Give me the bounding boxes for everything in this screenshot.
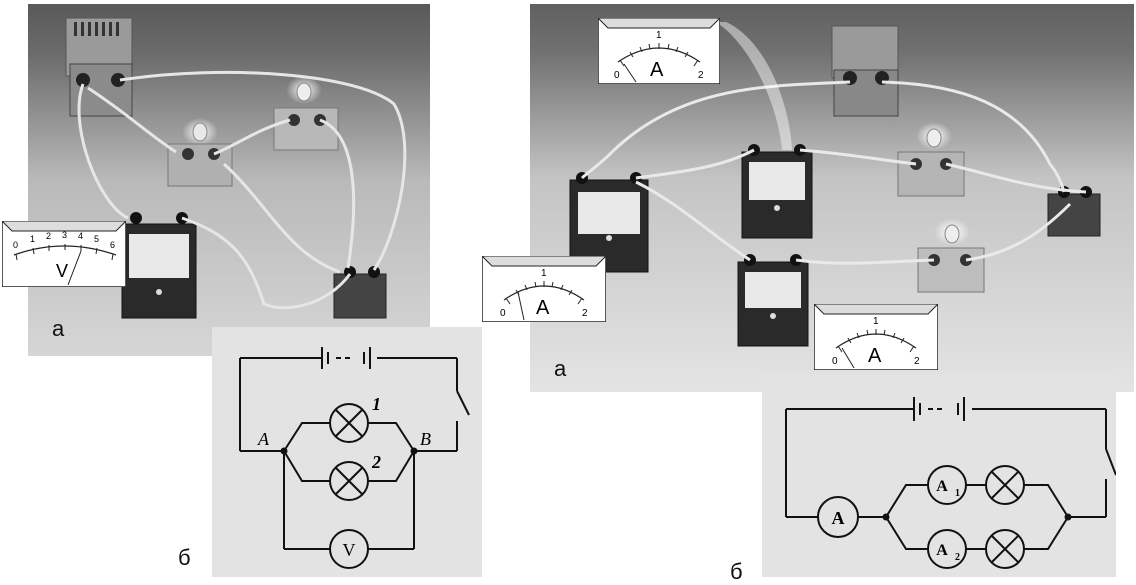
voltmeter-symbol-label: V xyxy=(343,540,356,560)
voltmeter-scale-card: 0 1 2 3 4 5 6 V xyxy=(0,220,128,288)
ammeter-bottom-tick-1: 1 xyxy=(873,316,879,327)
ammeter-a2-label: A xyxy=(936,542,948,559)
left-photo-illustration xyxy=(28,4,430,356)
ammeter-scale-card-top: 0 1 2 A xyxy=(596,17,722,85)
lamp-2-label: 2 xyxy=(371,452,381,472)
voltmeter-tick-2: 2 xyxy=(46,231,51,241)
left-photo-label: а xyxy=(52,316,65,341)
ammeter-bottom-tick-0: 0 xyxy=(832,356,838,367)
lamp-holder-right-2 xyxy=(917,218,985,293)
ammeter-device-top xyxy=(741,144,813,239)
ammeter-bottom-unit: A xyxy=(868,345,882,367)
left-schematic-panel: A B 1 2 V xyxy=(212,327,482,577)
voltmeter-unit: V xyxy=(56,261,68,281)
lamp-2-symbol xyxy=(329,461,369,501)
power-supply-right xyxy=(831,25,899,117)
lamp-holder-right-1 xyxy=(897,122,965,197)
voltmeter-tick-1: 1 xyxy=(30,234,35,244)
ammeter-device-bottom xyxy=(737,254,809,347)
right-circuit-schematic: A A 1 A 2 xyxy=(785,397,1117,569)
voltmeter-tick-5: 5 xyxy=(94,234,99,244)
left-schematic-label: б xyxy=(178,545,191,570)
voltmeter-tick-0: 0 xyxy=(13,240,18,250)
left-circuit-photo xyxy=(28,4,430,356)
voltmeter-tick-3: 3 xyxy=(62,230,67,240)
voltmeter-tick-4: 4 xyxy=(78,231,83,241)
ammeter-left-unit: A xyxy=(536,297,550,319)
ammeter-bottom-tick-2: 2 xyxy=(914,356,920,367)
ammeter-scale-card-left: 0 1 2 A xyxy=(480,255,608,323)
ammeter-a1-subscript: 1 xyxy=(955,488,960,499)
voltmeter-device xyxy=(121,212,197,319)
lamp-1-label: 1 xyxy=(372,394,381,414)
node-a-dot xyxy=(280,447,288,455)
right-node-right-dot xyxy=(1064,513,1072,521)
voltmeter-tick-6: 6 xyxy=(110,240,115,250)
ammeter-left-tick-2: 2 xyxy=(582,308,588,319)
ammeter-left-tick-0: 0 xyxy=(500,308,506,319)
voltmeter-symbol xyxy=(329,529,369,569)
ammeter-top-tick-1: 1 xyxy=(656,30,662,41)
ammeter-a2-subscript: 2 xyxy=(955,552,960,563)
node-b-dot xyxy=(410,447,418,455)
ammeter-top-tick-0: 0 xyxy=(614,70,620,81)
wires xyxy=(77,70,407,310)
wires-right xyxy=(580,80,1087,265)
switch-device-right xyxy=(1047,186,1101,237)
lamp-holder-2 xyxy=(273,76,339,151)
main-ammeter-label: A xyxy=(832,508,845,528)
left-circuit-schematic: A B 1 2 V xyxy=(239,347,470,569)
right-photo-label: а xyxy=(554,356,567,381)
node-b-label: B xyxy=(420,429,431,449)
ammeter-top-tick-2: 2 xyxy=(698,70,704,81)
ammeter-top-unit: A xyxy=(650,59,664,81)
ammeter-a1-label: A xyxy=(936,478,948,495)
right-node-left-dot xyxy=(882,513,890,521)
ammeter-left-tick-1: 1 xyxy=(541,268,547,279)
ammeter-scale-card-bottom: 0 1 2 A xyxy=(812,303,940,371)
node-a-label: A xyxy=(257,429,270,449)
right-schematic-label: б xyxy=(730,559,743,584)
power-supply xyxy=(65,17,133,117)
switch-device xyxy=(333,266,387,319)
right-schematic-panel: A A 1 A 2 xyxy=(762,375,1117,577)
lamp-1-symbol xyxy=(329,403,369,443)
